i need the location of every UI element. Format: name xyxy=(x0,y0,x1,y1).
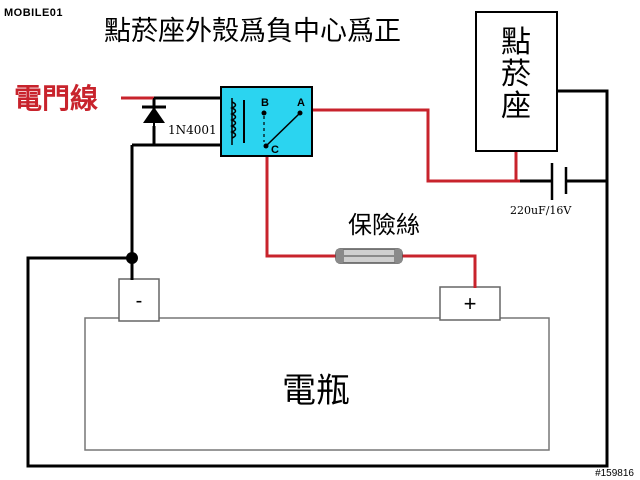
relay-c-to-fuse-wire xyxy=(265,156,336,258)
relay-pin-a: A xyxy=(297,97,305,109)
socket-label-line2: 菸 xyxy=(501,57,531,92)
socket-label-line3: 座 xyxy=(501,89,531,124)
diode-cathode-wire xyxy=(132,126,156,147)
fuse-icon xyxy=(335,248,403,264)
watermark-post-id: #159816 xyxy=(595,468,634,479)
relay-a-to-capacitor-wire xyxy=(312,108,520,183)
fuse-label: 保險絲 xyxy=(348,211,420,239)
relay-pin-b: B xyxy=(261,97,269,109)
battery-negative-label: - xyxy=(136,290,143,312)
battery-negative-terminal xyxy=(118,278,160,322)
switch-icon xyxy=(261,110,303,149)
relay-pin-c: C xyxy=(271,144,279,156)
watermark-logo: MOBILE01 xyxy=(4,7,63,19)
capacitor-icon xyxy=(550,163,568,200)
battery-positive-terminal xyxy=(439,286,501,321)
diode-label: 1N4001 xyxy=(168,123,217,137)
cigarette-socket-box xyxy=(475,11,558,152)
diagram-title: 點菸座外殼爲負中心爲正 xyxy=(104,16,401,47)
ground-junction-icon xyxy=(126,252,138,264)
fuse-to-battery-positive-wire xyxy=(402,254,477,288)
capacitor-label: 220uF/16V xyxy=(510,204,572,217)
battery-body xyxy=(84,317,550,451)
socket-label-line1: 點 xyxy=(501,25,531,60)
relay-coil-icon xyxy=(230,98,245,145)
battery-positive-label: + xyxy=(464,291,477,316)
battery-label: 電瓶 xyxy=(282,371,350,411)
diode-icon xyxy=(142,98,166,126)
door-wire-label: 電門線 xyxy=(14,82,98,115)
